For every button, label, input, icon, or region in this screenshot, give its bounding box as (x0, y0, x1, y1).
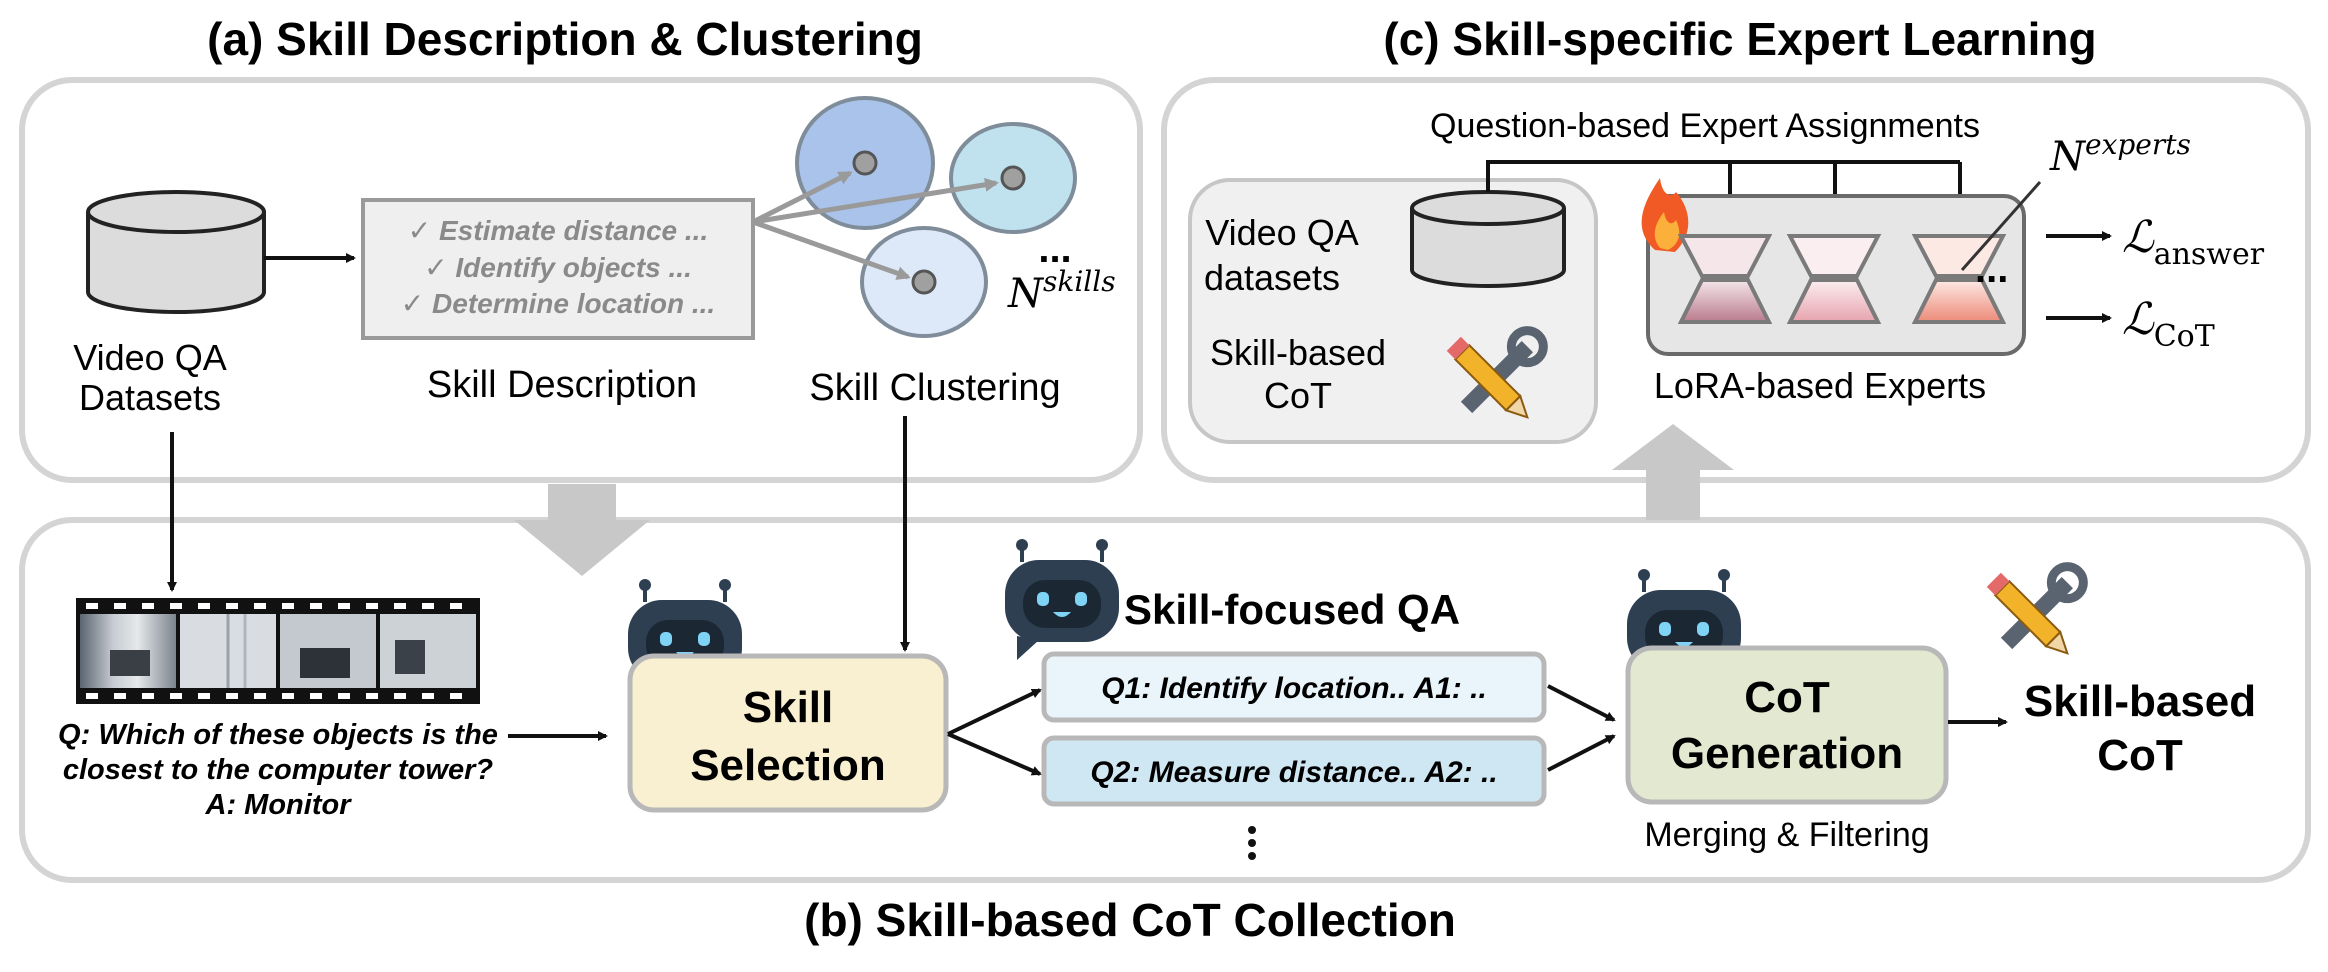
video-qa-database-icon (1410, 190, 1566, 288)
skill-selection-label-2: Selection (690, 741, 886, 790)
skill-item-2: ✓ Identify objects ... (424, 252, 692, 283)
output-pencil-icon (1986, 572, 2069, 655)
n-experts-pointer (1960, 181, 2042, 271)
video-qa-label-1: Video QA (1205, 212, 1358, 253)
video-frame-4 (380, 614, 476, 688)
skill-clustering-label: Skill Clustering (809, 367, 1060, 409)
expert-assignment-label: Question-based Expert Assignments (1430, 107, 1980, 145)
clustering-arrows (751, 170, 999, 280)
pencil-icon (1446, 336, 1529, 419)
lora-expert-1 (1677, 234, 1773, 324)
flow-arrow-b-to-c (1612, 424, 1734, 520)
qa-box-1 (1041, 651, 1547, 723)
qa-box-2-text: Q2: Measure distance.. A2: .. (1090, 756, 1497, 789)
video-frames-filmstrip (76, 598, 480, 704)
skill-description-box (361, 198, 755, 340)
cluster-centroid-1 (852, 150, 878, 176)
loss-answer: ℒanswer (2122, 212, 2265, 272)
panel-a-title: (a) Skill Description & Clustering (207, 13, 923, 65)
loss-cot-subscript: CoT (2154, 319, 2215, 354)
cluster-ellipsis: ... (1038, 227, 1071, 271)
robot-icon-qa (1005, 539, 1119, 660)
lora-expert-2 (1786, 234, 1882, 324)
skill-focused-qa-title: Skill-focused QA (1124, 586, 1460, 633)
dataset-database-icon (86, 190, 266, 314)
skill-based-cot-source-label-2: CoT (1264, 375, 1332, 416)
cluster-centroid-3 (911, 269, 937, 295)
skill-based-cot-source-label-1: Skill-based (1210, 332, 1386, 373)
n-experts-symbol: Nexperts (2049, 128, 2191, 180)
qa-box-2 (1041, 735, 1547, 807)
example-answer: A: Monitor (205, 789, 353, 821)
arrows-qa-to-cot (1547, 684, 1616, 772)
lora-experts-label: LoRA-based Experts (1654, 365, 1986, 406)
loss-answer-subscript: answer (2154, 237, 2265, 272)
lora-expert-3 (1911, 234, 2007, 324)
skill-selection-label-1: Skill (743, 683, 834, 732)
skill-item-3: ✓ Determine location ... (401, 288, 715, 319)
panel-c-title: (c) Skill-specific Expert Learning (1383, 13, 2096, 65)
n-skills-superscript: skills (1043, 265, 1116, 298)
output-skill-based-cot-2: CoT (2097, 731, 2183, 780)
dataset-label-line1: Video QA (73, 337, 226, 378)
loss-cot: ℒCoT (2122, 294, 2215, 354)
example-question-line1: Q: Which of these objects is the (58, 719, 498, 751)
n-experts-superscript: experts (2085, 128, 2191, 161)
merging-filtering-label: Merging & Filtering (1644, 816, 1929, 854)
example-question-line2: closest to the computer tower? (63, 754, 494, 786)
qa-box-1-text: Q1: Identify location.. A1: .. (1101, 672, 1487, 705)
experts-ellipsis: ... (1975, 247, 2008, 291)
skill-selection-box (627, 653, 949, 813)
arrows-selection-to-qa (947, 688, 1042, 776)
qa-more-dots (1248, 826, 1256, 860)
cot-generation-box (1625, 645, 1949, 805)
video-qa-label-2: datasets (1204, 257, 1340, 298)
cot-generation-label-2: Generation (1671, 729, 1903, 778)
dataset-label-line2: Datasets (79, 377, 221, 418)
output-skill-based-cot-1: Skill-based (2024, 677, 2256, 726)
cluster-centroid-2 (1000, 165, 1026, 191)
fire-icon (1641, 178, 1689, 252)
flow-arrow-a-to-b (514, 484, 650, 576)
skill-description-label: Skill Description (427, 364, 697, 406)
cot-generation-label-1: CoT (1744, 673, 1830, 722)
panel-b-title: (b) Skill-based CoT Collection (804, 894, 1456, 946)
n-skills-symbol: Nskills (1007, 265, 1116, 317)
skill-item-1: ✓ Estimate distance ... (408, 215, 708, 246)
